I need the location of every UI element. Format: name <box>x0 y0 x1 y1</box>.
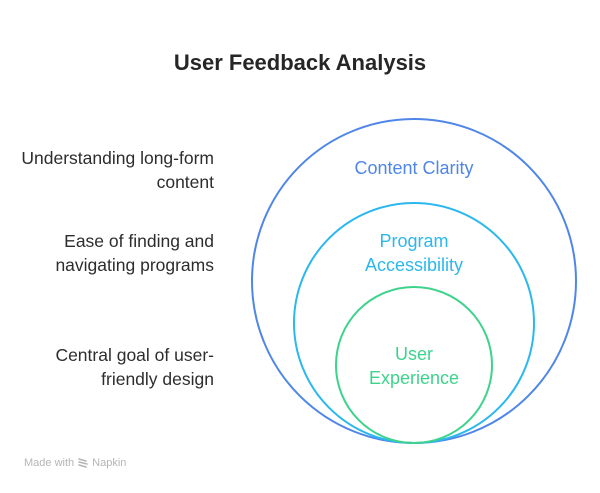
description-text: Understanding long-form content <box>21 148 214 192</box>
circle-label-program-accessibility: Program Accessibility <box>354 229 474 277</box>
napkin-logo-icon <box>78 458 88 468</box>
inner-circle-user-experience <box>335 286 493 444</box>
napkin-brand-text: Napkin <box>92 457 127 469</box>
description-content-clarity: Understanding long-form content <box>4 146 214 194</box>
circle-label-text: Content Clarity <box>354 158 474 178</box>
made-with-text: Made with <box>24 457 75 469</box>
description-text: Ease of finding and navigating programs <box>55 231 214 275</box>
circle-label-text: User Experience <box>368 344 460 388</box>
circle-label-content-clarity: Content Clarity <box>314 156 514 180</box>
description-program-accessibility: Ease of finding and navigating programs <box>4 229 214 277</box>
description-text: Central goal of user-friendly design <box>55 345 214 389</box>
circle-label-text: Program Accessibility <box>364 231 464 275</box>
diagram-title: User Feedback Analysis <box>173 50 427 75</box>
footer-attribution: Made with Napkin <box>24 457 126 469</box>
circle-label-user-experience: User Experience <box>354 342 474 390</box>
description-user-experience: Central goal of user-friendly design <box>4 343 214 391</box>
